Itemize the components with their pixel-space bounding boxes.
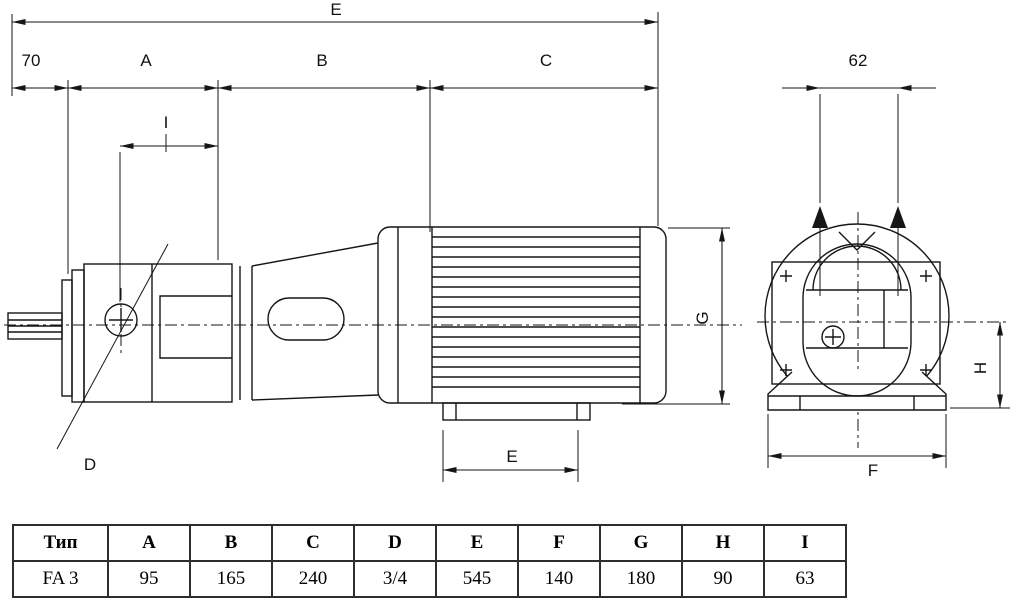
value-cell-f: 140: [517, 560, 601, 598]
value-cell-c: 240: [271, 560, 355, 598]
gearbox-capsule-profile: [802, 243, 912, 397]
adapter-slot: [267, 297, 345, 341]
dim-label-a: A: [140, 51, 152, 70]
ext-lines-g: [622, 227, 730, 405]
top-v-notch: [838, 231, 876, 251]
header-cell-i: I: [763, 524, 847, 562]
dimension-table: Тип A B C D E F G H I FA 3 95 165 240 3/…: [12, 524, 847, 598]
ext-lines-e-top: [11, 12, 659, 226]
d-leader-line: [56, 243, 169, 450]
dim-label-g: G: [693, 311, 712, 324]
output-bearing-circle: [104, 303, 138, 337]
ext-lines-e-bottom: [442, 430, 579, 482]
side-view: [7, 226, 667, 450]
gearbox-flange-outer: [61, 279, 73, 397]
dim-label-e-top: E: [330, 0, 341, 19]
header-cell-type: Тип: [12, 524, 109, 562]
front-flange-rect: [771, 261, 941, 385]
dim-label-i: I: [164, 113, 169, 132]
ext-lines-62: [819, 94, 899, 203]
dim-label-h: H: [971, 362, 990, 374]
capsule-rib-lines: [806, 289, 908, 349]
table-header-row: Тип A B C D E F G H I: [12, 524, 847, 562]
header-cell-a: A: [107, 524, 191, 562]
adapter-ring-lines: [239, 266, 253, 400]
value-cell-h: 90: [681, 560, 765, 598]
front-view: [764, 206, 950, 411]
header-cell-d: D: [353, 524, 437, 562]
gearbox-housing: [83, 263, 233, 403]
front-bearing-circle: [821, 325, 845, 349]
front-feet-bolt-slots: [799, 396, 915, 410]
lift-point-arrow-right: [890, 206, 906, 228]
value-cell-g: 180: [599, 560, 683, 598]
bearing-cross: [109, 308, 133, 332]
flange-bolt-crosses: [780, 270, 932, 376]
dim-label-c: C: [540, 51, 552, 70]
value-cell-e: 545: [435, 560, 519, 598]
shaft-spline-lines: [8, 319, 62, 333]
header-cell-b: B: [189, 524, 273, 562]
lift-point-arrow-left: [812, 206, 828, 228]
gearbox-notch: [159, 295, 232, 359]
value-cell-b: 165: [189, 560, 273, 598]
ext-lines-f: [767, 414, 947, 468]
dimensions: E 70 A B C I 62 G: [11, 0, 1010, 482]
ext-lines-abc: [67, 80, 431, 274]
dim-label-e-bottom: E: [506, 447, 517, 466]
header-cell-g: G: [599, 524, 683, 562]
adapter-body: [251, 242, 379, 401]
header-cell-h: H: [681, 524, 765, 562]
motor-foot-slots: [455, 403, 578, 420]
dim-label-d: D: [84, 455, 96, 474]
value-cell-d: 3/4: [353, 560, 437, 598]
table-row: FA 3 95 165 240 3/4 545 140 180 90 63: [12, 560, 847, 598]
dim-label-b: B: [316, 51, 327, 70]
dim-label-70: 70: [22, 51, 41, 70]
dim-label-62: 62: [849, 51, 868, 70]
lift-point-lines: [819, 228, 899, 296]
dim-label-f: F: [868, 461, 878, 480]
value-cell-type: FA 3: [12, 560, 109, 598]
value-cell-i: 63: [763, 560, 847, 598]
capsule-inner-arc: [812, 245, 902, 291]
header-cell-c: C: [271, 524, 355, 562]
motor-foot: [442, 402, 591, 421]
front-feet: [767, 371, 947, 411]
gearbox-flange-inner: [71, 269, 85, 403]
front-bearing-cross: [825, 329, 841, 345]
value-cell-a: 95: [107, 560, 191, 598]
header-cell-f: F: [517, 524, 601, 562]
cooling-fins: [432, 236, 640, 388]
header-cell-e: E: [435, 524, 519, 562]
gearmotor-dimension-drawing: E 70 A B C I 62 G: [4, 0, 1010, 482]
